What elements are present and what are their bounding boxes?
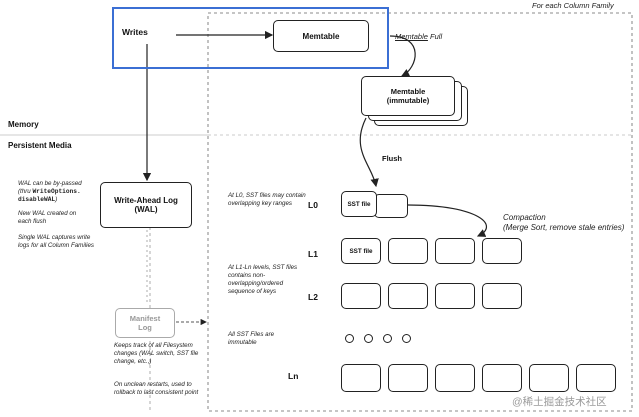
ellipsis-dot-3 <box>383 334 392 343</box>
l1-sst-file-4 <box>482 238 522 264</box>
ln-sst-file-4 <box>482 364 522 392</box>
immutable-files-note: All SST Files are immutable <box>228 331 275 346</box>
l1-nonoverlap-note: At L1-Ln levels, SST files contains non-… <box>228 264 298 295</box>
memtable-full-arrow <box>389 35 416 77</box>
ln-sst-file-3 <box>435 364 475 392</box>
l0-sst-file: SST file <box>341 191 377 217</box>
wal-new-note: New WAL created on each flush <box>18 210 77 225</box>
level-ln-label: Ln <box>288 371 299 381</box>
flush-label: Flush <box>382 154 402 163</box>
column-family-label: For each Column Family <box>532 1 614 10</box>
ln-sst-file-6 <box>576 364 616 392</box>
wal-single-note: Single WAL captures write logs for all C… <box>18 234 94 249</box>
l1-sst-file-2 <box>388 238 428 264</box>
l0-sst-shadow <box>374 194 408 218</box>
l1-sst-file: SST file <box>341 238 381 264</box>
l2-sst-file-1 <box>341 283 381 309</box>
immutable-memtable-node: Memtable (immutable) <box>361 76 455 116</box>
memtable-full-label: Memtable Full <box>395 32 443 41</box>
writes-highlight-frame <box>112 7 389 69</box>
flush-arrow <box>359 117 379 188</box>
l0-overlap-note: At L0, SST files may contain overlapping… <box>228 192 306 207</box>
level-l2-label: L2 <box>308 292 318 302</box>
l2-sst-file-4 <box>482 283 522 309</box>
wal-node: Write-Ahead Log (WAL) <box>100 182 192 228</box>
manifest-restart-note: On unclean restarts, used to rollback to… <box>114 381 199 396</box>
column-family-frame <box>207 12 633 412</box>
watermark: @稀土掘金技术社区 <box>512 396 607 408</box>
ln-sst-file-2 <box>388 364 428 392</box>
manifest-tracks-note: Keeps track of all Filesystem changes (W… <box>114 342 199 365</box>
memtable-node: Memtable <box>273 20 369 52</box>
ln-sst-file-1 <box>341 364 381 392</box>
memtable-label: Memtable <box>302 31 340 41</box>
ellipsis-dot-2 <box>364 334 373 343</box>
l1-sst-file-3 <box>435 238 475 264</box>
manifest-node: Manifest Log <box>115 308 175 338</box>
ellipsis-dot-1 <box>345 334 354 343</box>
compaction-label: Compaction (Merge Sort, remove stale ent… <box>503 213 625 232</box>
persistent-section-label: Persistent Media <box>8 141 72 150</box>
ln-sst-file-5 <box>529 364 569 392</box>
writes-label: Writes <box>122 27 148 37</box>
ellipsis-dot-4 <box>402 334 411 343</box>
level-l0-label: L0 <box>308 200 318 210</box>
compaction-arrow <box>407 204 488 237</box>
memory-section-label: Memory <box>8 120 39 129</box>
l2-sst-file-2 <box>388 283 428 309</box>
l2-sst-file-3 <box>435 283 475 309</box>
level-l1-label: L1 <box>308 249 318 259</box>
wal-bypass-note: WAL can be by-passed (thru WriteOptions.… <box>18 180 82 203</box>
